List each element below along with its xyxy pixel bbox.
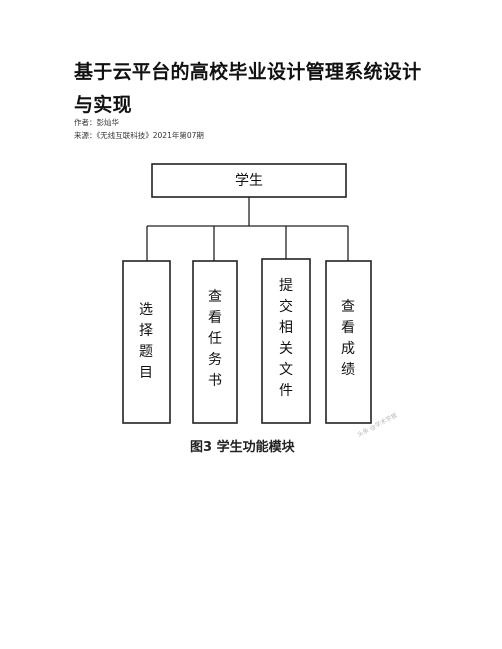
child-node-box-4 (325, 260, 372, 424)
char: 择 (139, 323, 153, 339)
char: 看 (208, 310, 222, 326)
document-title: 基于云平台的高校毕业设计管理系统设计与实现 (74, 61, 422, 116)
child-node-label-view-task: 查 看 任 务 书 (198, 287, 232, 392)
char: 提 (279, 278, 293, 294)
char: 成 (341, 341, 355, 357)
child-node-label-select-topic: 选 择 题 目 (129, 300, 163, 384)
author-line: 作者：彭灿华 (74, 118, 119, 127)
char: 目 (139, 365, 153, 381)
char: 务 (208, 352, 222, 368)
char: 看 (341, 320, 355, 336)
char: 查 (208, 289, 222, 305)
char: 任 (208, 331, 222, 347)
source-line: 来源：《无线互联科技》2021年第07期 (74, 131, 204, 140)
char: 件 (279, 383, 293, 399)
root-node-label: 学生 (235, 173, 263, 189)
char: 查 (341, 299, 355, 315)
char: 文 (279, 362, 293, 378)
child-node-box-3 (261, 258, 311, 424)
char: 题 (139, 344, 153, 360)
char: 相 (279, 320, 293, 336)
child-node-box-1 (122, 260, 171, 424)
child-node-label-submit-files: 提 交 相 关 文 件 (269, 276, 303, 402)
char: 交 (279, 299, 293, 315)
char: 选 (139, 302, 153, 318)
child-node-label-view-grades: 查 看 成 绩 (331, 297, 365, 381)
child-node-box-2 (192, 260, 238, 424)
figure-caption: 图3 学生功能模块 (190, 440, 295, 455)
char: 绩 (341, 362, 355, 378)
char: 关 (279, 341, 293, 357)
root-node-box (151, 163, 347, 198)
char: 书 (208, 373, 222, 389)
